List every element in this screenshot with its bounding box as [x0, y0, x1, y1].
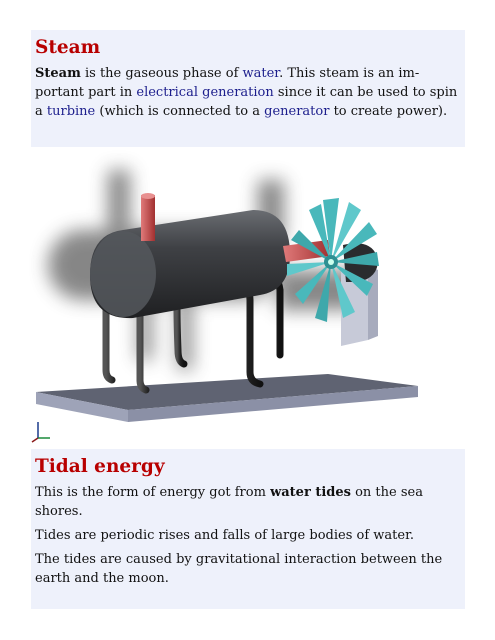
text-run: This is the form of energy got from	[35, 485, 271, 500]
text-run: (which is connected to a	[95, 104, 265, 119]
turbine-feed-pipe	[283, 240, 330, 262]
steam-section: Steam Steam is the gaseous phase of wate…	[31, 30, 465, 147]
steam-paragraph: Steam is the gaseous phase of water. Thi…	[35, 64, 461, 121]
tidal-paragraph-2: Tides are periodic rises and falls of la…	[35, 528, 414, 543]
boiler-tank-end	[90, 231, 156, 317]
base-plate	[36, 374, 418, 410]
text-run: since it can be used to spin a	[35, 85, 458, 119]
base-plate-side	[128, 386, 418, 422]
tidal-heading: Tidal energy	[35, 456, 165, 477]
link-generator[interactable]: generator	[264, 104, 330, 119]
link-electrical-generation[interactable]: electrical generation	[136, 85, 274, 100]
link-water[interactable]: water	[242, 66, 280, 81]
tidal-paragraph-1: This is the form of energy got from wate…	[35, 483, 461, 521]
text-run: . This steam is an im-portant part in	[35, 66, 420, 100]
steam-outlet-pipe-top	[141, 193, 155, 199]
base-plate-front	[36, 392, 128, 422]
steam-turbine-model-image	[31, 170, 418, 443]
link-turbine[interactable]: turbine	[46, 104, 96, 119]
steam-bold-term: Steam	[35, 66, 81, 81]
text-run: to create power).	[329, 104, 448, 119]
tidal-section: Tidal energy This is the form of energy …	[31, 449, 465, 609]
turbine-rotor	[287, 198, 379, 322]
tidal-bold-term: water tides	[270, 485, 351, 500]
steam-outlet-pipe	[141, 195, 155, 241]
steam-heading: Steam	[35, 37, 101, 58]
tidal-paragraph-3: The tides are caused by gravitational in…	[35, 552, 443, 586]
text-run: is the gaseous phase of	[80, 66, 243, 81]
axis-triad-icon	[31, 422, 50, 443]
text-run: on the sea shores.	[35, 485, 423, 519]
